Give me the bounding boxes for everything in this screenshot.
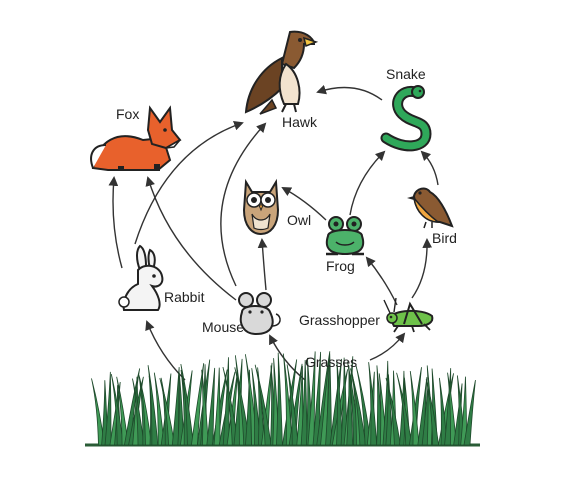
grass-blade xyxy=(190,363,205,446)
grass-blade xyxy=(180,363,194,446)
grass-blade xyxy=(368,362,378,446)
grass-blade xyxy=(139,376,152,446)
arrow-grasses-to-rabbit xyxy=(145,320,186,381)
arrow-grasshopper-to-bird xyxy=(411,238,433,299)
label-rabbit: Rabbit xyxy=(164,289,205,305)
label-frog: Frog xyxy=(326,258,355,274)
arrow-frog-to-snake xyxy=(349,150,386,216)
grass-blade xyxy=(396,372,413,446)
grass-blade xyxy=(463,380,476,446)
grass-blade xyxy=(104,371,112,446)
label-grasses: Grasses xyxy=(305,354,358,370)
fox-icon xyxy=(90,105,182,171)
arrow-grasshopper-to-frog xyxy=(365,256,398,306)
grass-blade xyxy=(385,377,401,446)
grass-blade xyxy=(147,365,159,446)
grass-blade xyxy=(206,367,216,446)
grass-blade xyxy=(201,369,209,446)
grass-blade xyxy=(336,359,343,446)
grasshopper-icon xyxy=(383,297,434,333)
arrow-bird-to-snake xyxy=(420,150,439,186)
arrow-grasses-to-mouse xyxy=(269,334,306,381)
grass-blade xyxy=(355,365,372,446)
grass-blade xyxy=(409,371,420,446)
grass-blade xyxy=(307,351,316,446)
mouse-icon xyxy=(238,292,281,336)
label-owl: Owl xyxy=(287,212,312,228)
hawk-icon xyxy=(244,30,319,115)
grass-blade xyxy=(346,365,354,446)
label-bird: Bird xyxy=(432,230,457,246)
grass-blade xyxy=(213,367,221,446)
grass-blade xyxy=(159,378,176,446)
label-snake: Snake xyxy=(386,66,426,82)
grass-blade xyxy=(222,357,230,446)
owl-icon xyxy=(242,178,280,236)
grass-blade xyxy=(91,378,105,446)
arrow-mouse-to-owl xyxy=(257,238,268,291)
grass-blade xyxy=(350,368,367,446)
grass-blade xyxy=(153,372,165,446)
grass-blade xyxy=(282,353,293,446)
arrow-frog-to-owl xyxy=(281,187,327,221)
grass-blade xyxy=(110,374,124,446)
arrow-mouse-to-hawk xyxy=(220,122,267,287)
grass-icon xyxy=(85,351,480,447)
grass-blade xyxy=(286,364,299,446)
food-web-arrows xyxy=(108,84,439,381)
grass-blade xyxy=(132,378,145,446)
grass-blade xyxy=(447,372,457,446)
label-fox: Fox xyxy=(116,106,140,122)
grass-blade xyxy=(325,353,332,446)
arrow-mouse-to-fox xyxy=(145,176,237,301)
grass-blade xyxy=(425,379,440,446)
snake-icon xyxy=(380,85,432,152)
grass-blade xyxy=(276,352,283,446)
arrow-snake-to-hawk xyxy=(316,84,383,101)
arrow-rabbit-to-fox xyxy=(108,176,123,269)
arrow-rabbit-to-hawk xyxy=(134,120,244,245)
frog-icon xyxy=(325,216,365,256)
label-grasshopper: Grasshopper xyxy=(299,312,380,328)
bird-icon xyxy=(407,187,454,229)
grass-blade xyxy=(254,364,272,446)
label-mouse: Mouse xyxy=(202,319,245,335)
grass-blade xyxy=(116,376,129,446)
rabbit-icon xyxy=(118,244,164,311)
arrow-grasses-to-grasshopper xyxy=(369,332,406,361)
label-hawk: Hawk xyxy=(282,114,318,130)
